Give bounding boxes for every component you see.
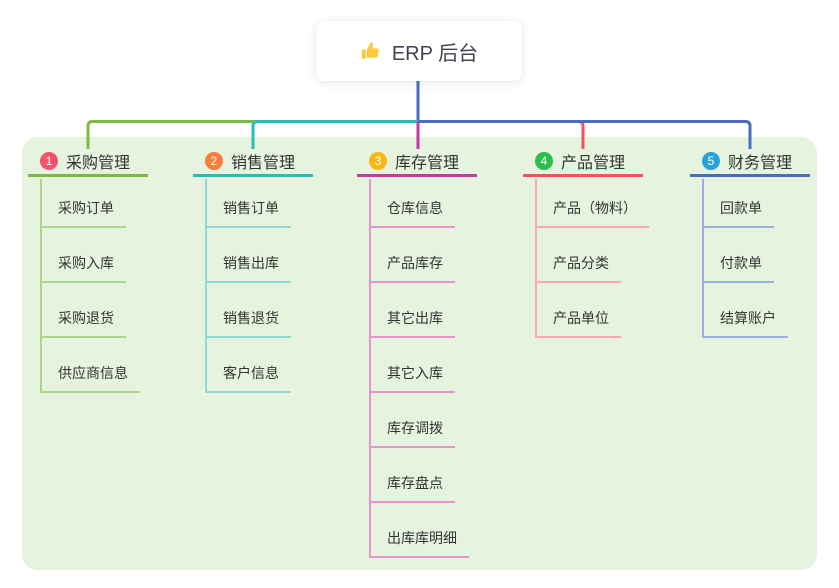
mindmap-node[interactable]: 仓库信息 (369, 198, 455, 228)
mindmap-node[interactable]: 产品库存 (369, 253, 455, 283)
branch-header-product[interactable]: 4 产品管理 (523, 147, 643, 177)
mindmap-node[interactable]: 其它出库 (369, 308, 455, 338)
branch-badge: 5 (702, 151, 720, 170)
branch-badge: 3 (369, 151, 387, 170)
branch-badge: 1 (40, 151, 58, 170)
root-node[interactable]: ERP 后台 (316, 21, 522, 81)
mindmap-node[interactable]: 销售退货 (205, 308, 291, 338)
branch-header-finance[interactable]: 5 财务管理 (690, 147, 810, 177)
mindmap-node[interactable]: 付款单 (702, 253, 774, 283)
mindmap-node[interactable]: 出库库明细 (369, 528, 469, 558)
branch-header-purchase[interactable]: 1 采购管理 (28, 147, 148, 177)
branch-label: 销售管理 (231, 154, 296, 172)
mindmap-node[interactable]: 产品分类 (535, 253, 621, 283)
mindmap-node[interactable]: 采购入库 (40, 253, 126, 283)
branch-badge: 2 (205, 151, 223, 170)
mindmap-node[interactable]: 产品单位 (535, 308, 621, 338)
mindmap-node[interactable]: 结算账户 (702, 308, 788, 338)
mindmap-node[interactable]: 回款单 (702, 198, 774, 228)
thumbs-up-icon (360, 40, 382, 62)
branch-label: 采购管理 (66, 154, 131, 172)
mindmap-node[interactable]: 采购退货 (40, 308, 126, 338)
group-panel (22, 137, 817, 570)
branch-header-sales[interactable]: 2 销售管理 (193, 147, 313, 177)
branch-label: 产品管理 (561, 154, 626, 172)
mindmap-node[interactable]: 采购订单 (40, 198, 126, 228)
mindmap-node[interactable]: 销售订单 (205, 198, 291, 228)
branch-label: 财务管理 (728, 154, 793, 172)
branch-label: 库存管理 (395, 154, 460, 172)
mindmap-node[interactable]: 客户信息 (205, 363, 291, 393)
root-label: ERP 后台 (391, 42, 479, 65)
mindmap-node[interactable]: 供应商信息 (40, 363, 140, 393)
mindmap-node[interactable]: 销售出库 (205, 253, 291, 283)
branch-header-inventory[interactable]: 3 库存管理 (357, 147, 477, 177)
mindmap-node[interactable]: 库存盘点 (369, 473, 455, 503)
mindmap-node[interactable]: 库存调拨 (369, 418, 455, 448)
mindmap-node[interactable]: 其它入库 (369, 363, 455, 393)
mindmap-node[interactable]: 产品（物料） (535, 198, 649, 228)
branch-badge: 4 (535, 151, 553, 170)
